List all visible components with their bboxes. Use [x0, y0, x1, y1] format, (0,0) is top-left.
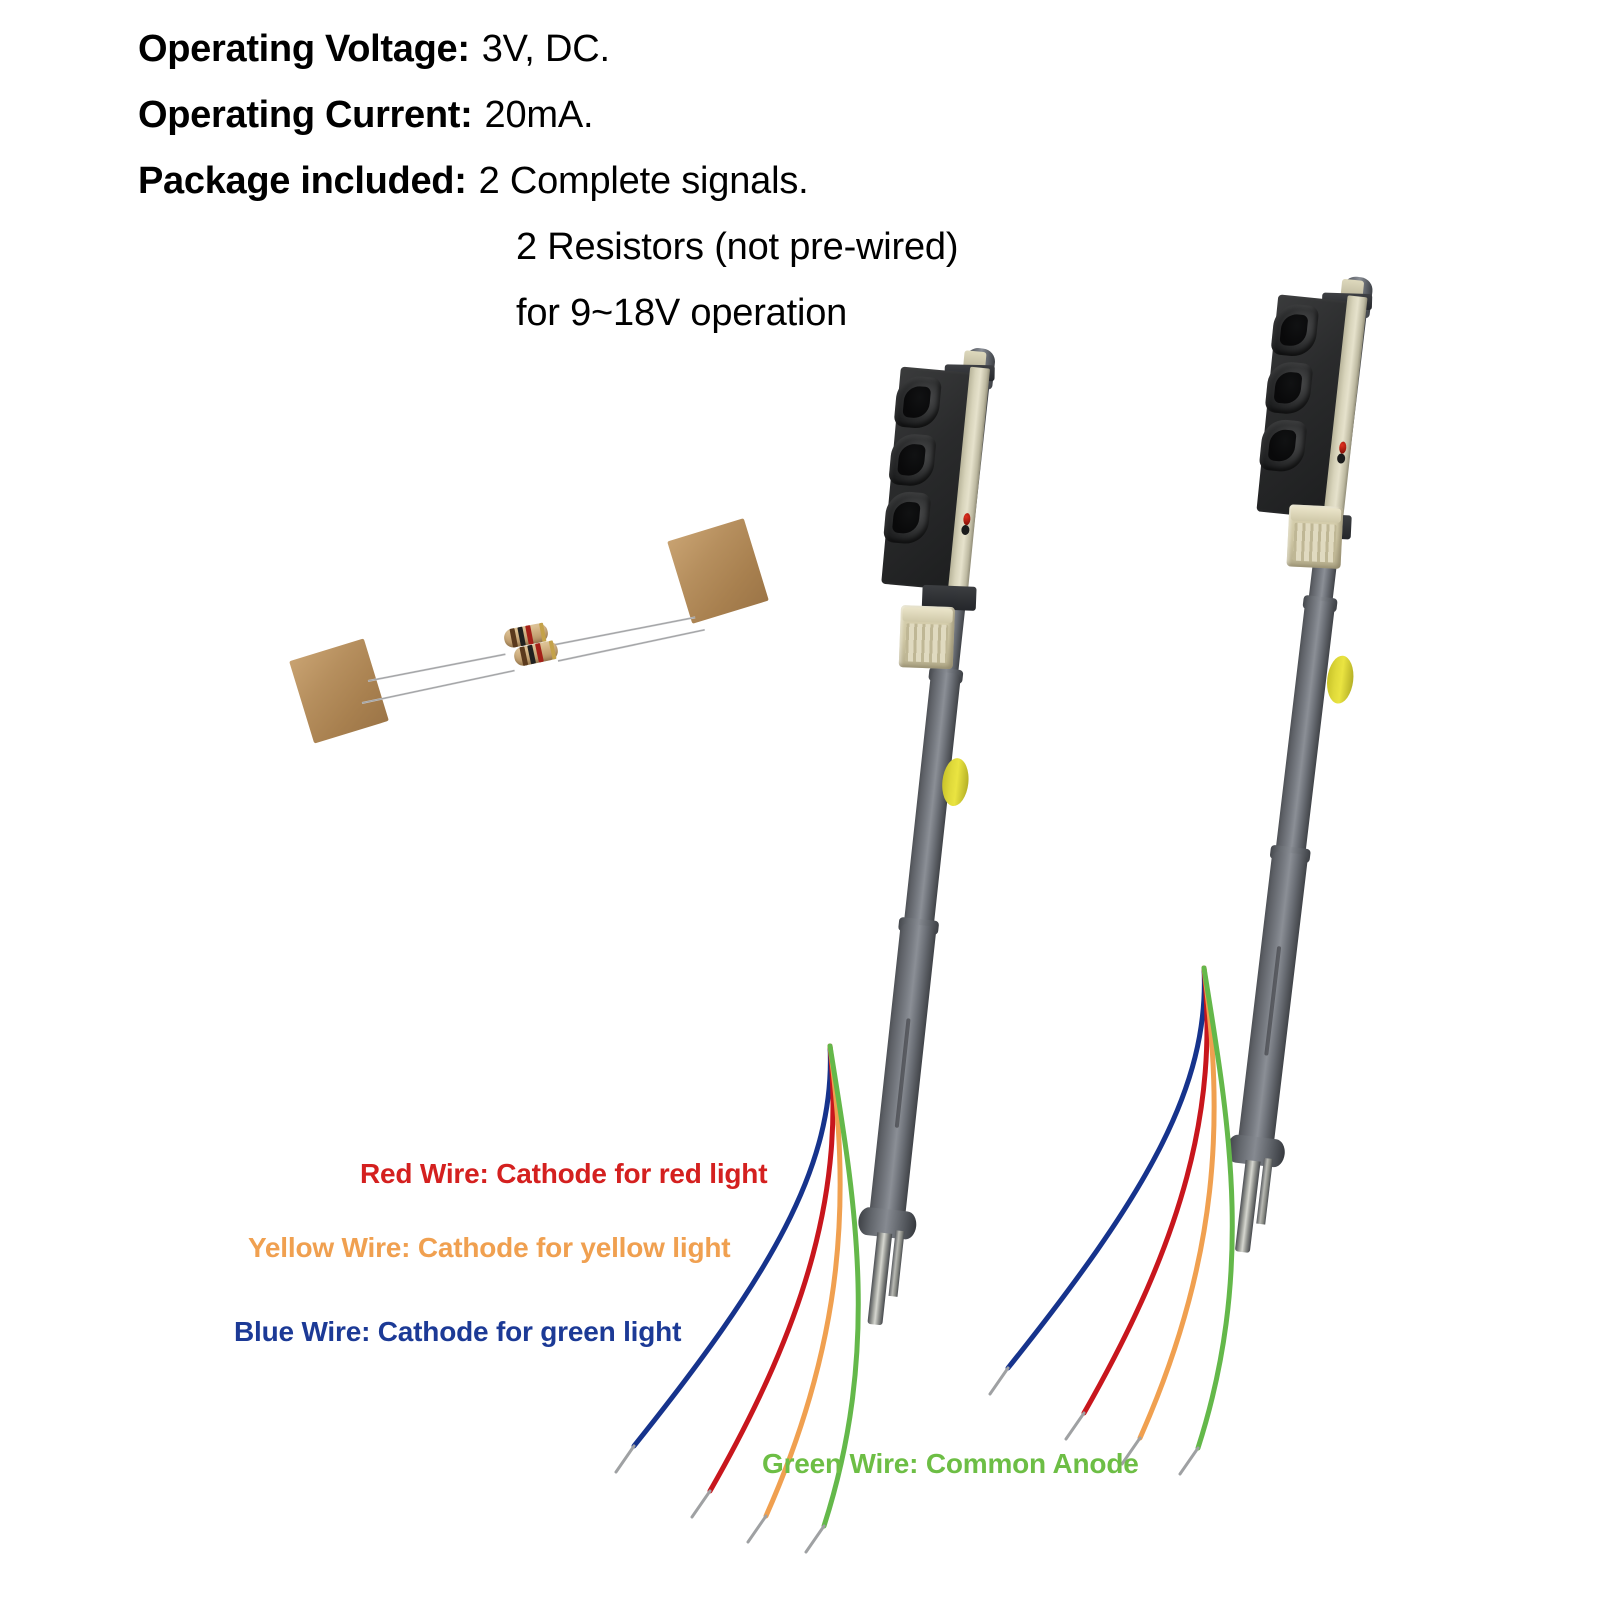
wire-blue — [631, 1043, 833, 1449]
wire-legend-green: Green Wire: Common Anode — [762, 1448, 1139, 1479]
wire-green — [1195, 965, 1235, 1451]
wire-red — [1081, 965, 1210, 1416]
spec-label-package-included: Package included: — [138, 160, 467, 202]
spec-continuation-resistors-text: 2 Resistors (not pre-wired) — [516, 226, 959, 268]
spec-row-operating-voltage: Operating Voltage: 3V, DC. — [138, 28, 1138, 94]
wire-bare-tip — [1064, 1411, 1086, 1441]
spec-continuation-voltage-range-text: for 9~18V operation — [516, 292, 848, 334]
specifications-block: Operating Voltage: 3V, DC. Operating Cur… — [138, 28, 1138, 358]
spec-row-package-included: Package included: 2 Complete signals. — [138, 160, 1138, 226]
spec-value-operating-current: 20mA. — [484, 94, 594, 136]
spec-label-operating-voltage: Operating Voltage: — [138, 28, 470, 70]
wire-bare-tip — [1120, 1436, 1142, 1466]
spec-value-package-included: 2 Complete signals. — [478, 160, 809, 202]
wire-yellow — [1137, 965, 1217, 1441]
wire-bare-tip — [690, 1489, 712, 1519]
wire-bare-tip — [988, 1366, 1010, 1396]
wire-bare-tip — [804, 1524, 826, 1554]
wire-bare-tip — [1178, 1446, 1200, 1476]
wire-yellow — [763, 1043, 843, 1519]
wire-bare-tip — [614, 1444, 636, 1474]
wire-legend-red: Red Wire: Cathode for red light — [360, 1158, 768, 1189]
wire-green — [821, 1043, 861, 1529]
spec-value-operating-voltage: 3V, DC. — [481, 28, 610, 70]
spec-row-operating-current: Operating Current: 20mA. — [138, 94, 1138, 160]
wire-bundle-left — [631, 1043, 861, 1529]
spec-continuation-voltage-range: for 9~18V operation — [138, 292, 1138, 358]
wire-bare-tip — [746, 1514, 768, 1544]
wire-blue — [1005, 965, 1207, 1371]
wire-red — [707, 1043, 836, 1494]
wire-bundle-right — [1005, 965, 1235, 1451]
spec-continuation-resistors: 2 Resistors (not pre-wired) — [138, 226, 1138, 292]
wire-legend-yellow: Yellow Wire: Cathode for yellow light — [248, 1232, 731, 1263]
spec-label-operating-current: Operating Current: — [138, 94, 473, 136]
wire-legend-blue: Blue Wire: Cathode for green light — [234, 1316, 682, 1347]
